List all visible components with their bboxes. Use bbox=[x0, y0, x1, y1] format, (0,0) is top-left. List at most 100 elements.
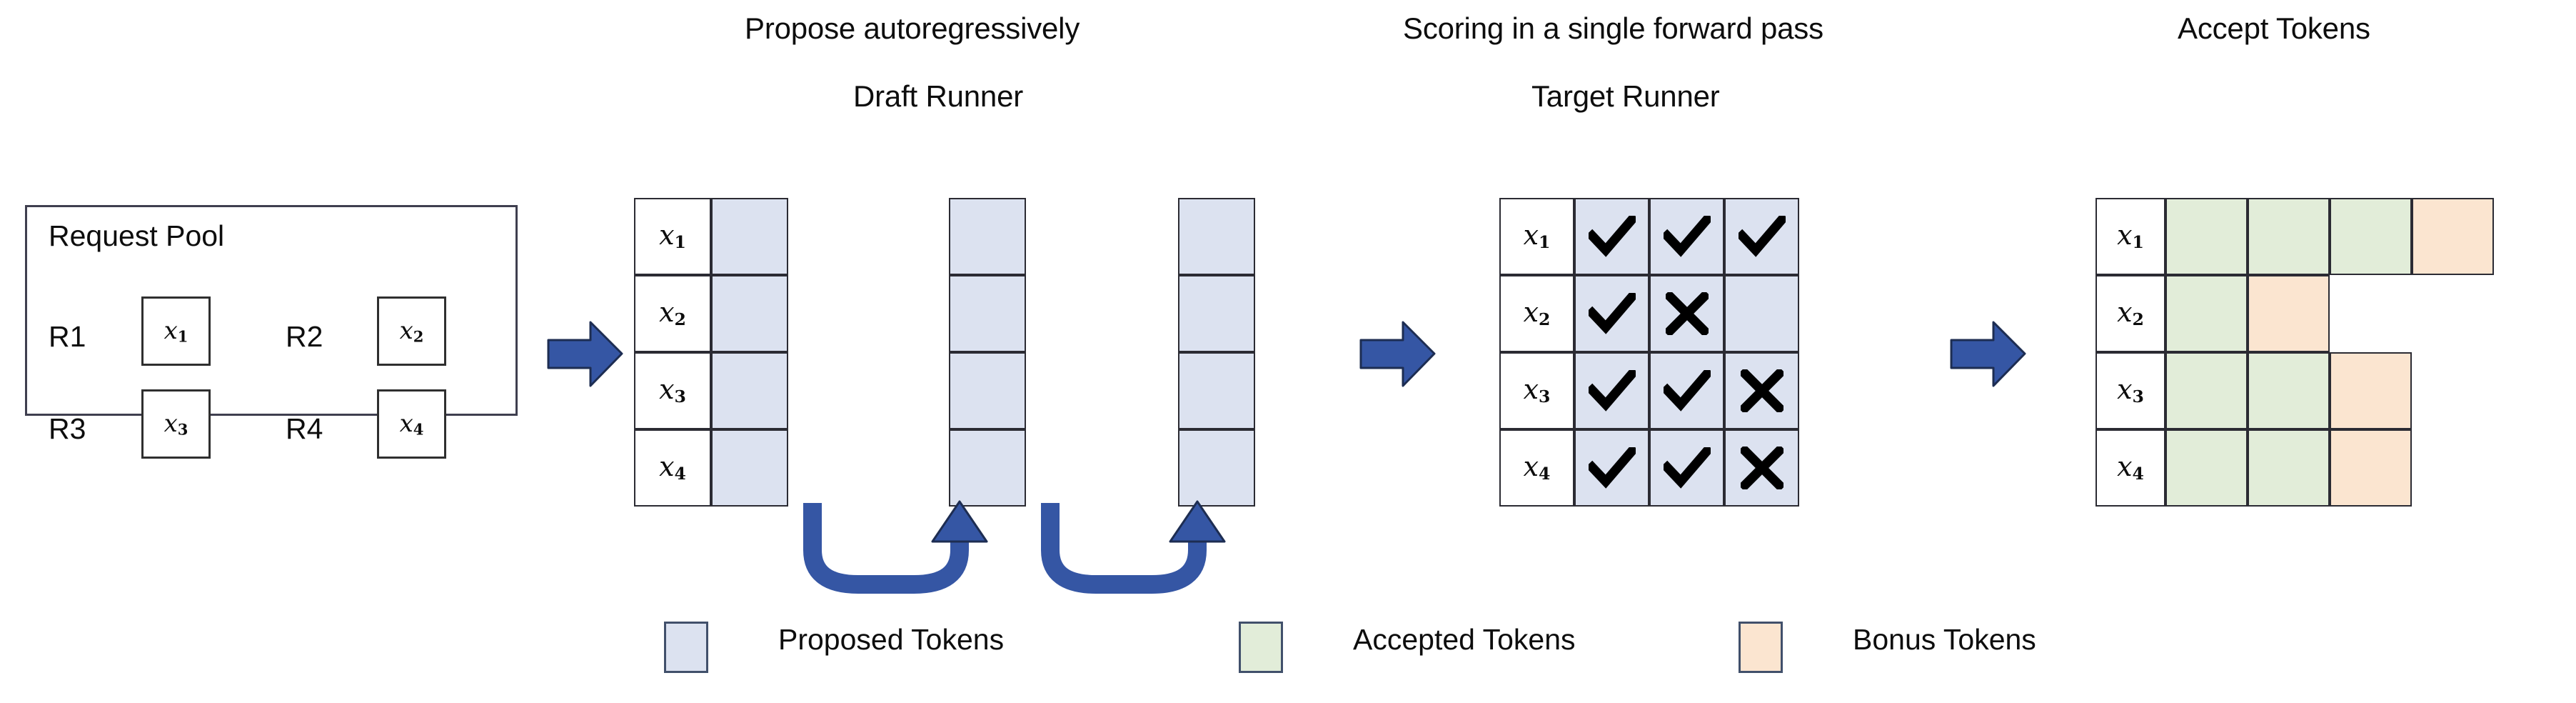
accept-cell-r3c2[interactable] bbox=[2248, 352, 2330, 429]
check-icon bbox=[1576, 431, 1648, 505]
draft-proposed-cell-r1c3[interactable] bbox=[1178, 198, 1255, 275]
token-glyph: x2 bbox=[1523, 296, 1551, 330]
token-glyph: x2 bbox=[659, 296, 686, 330]
draft-row-label-3: x3 bbox=[634, 352, 711, 429]
token-glyph: x1 bbox=[2117, 219, 2144, 253]
token-glyph: x3 bbox=[1523, 374, 1551, 407]
check-icon bbox=[1576, 354, 1648, 428]
accept-cell-r1c4-bonus[interactable] bbox=[2412, 198, 2494, 275]
cross-icon bbox=[1651, 276, 1723, 351]
flow-arrow-draft-to-target bbox=[1359, 316, 1437, 392]
target-score-cell-r4c2[interactable] bbox=[1649, 429, 1724, 507]
check-icon bbox=[1726, 199, 1798, 274]
target-row-label-4: x4 bbox=[1499, 429, 1574, 507]
accept-cell-r3c3-bonus[interactable] bbox=[2330, 352, 2412, 429]
accept-cell-r2c2-bonus[interactable] bbox=[2248, 275, 2330, 352]
target-row-label-2: x2 bbox=[1499, 275, 1574, 352]
autoregressive-loop-arrow-1 bbox=[793, 500, 1000, 614]
request-label-r3: R3 bbox=[49, 412, 86, 445]
token-glyph: x3 bbox=[659, 374, 686, 407]
target-score-cell-r3c1[interactable] bbox=[1574, 352, 1649, 429]
target-score-cell-r3c3[interactable] bbox=[1724, 352, 1799, 429]
draft-proposed-cell-r3c3[interactable] bbox=[1178, 352, 1255, 429]
legend-label-bonus: Bonus Tokens bbox=[1853, 623, 2036, 656]
token-glyph: x2 bbox=[399, 316, 424, 346]
token-glyph: x3 bbox=[2117, 374, 2144, 407]
accept-cell-r4c1[interactable] bbox=[2165, 429, 2248, 507]
target-score-cell-r2c3[interactable] bbox=[1724, 275, 1799, 352]
accept-row-label-3: x3 bbox=[2095, 352, 2165, 429]
request-token-cell-r3: x3 bbox=[141, 389, 211, 459]
token-glyph: x4 bbox=[2117, 451, 2144, 484]
draft-proposed-cell-r3c1[interactable] bbox=[711, 352, 788, 429]
accept-cell-r4c3-bonus[interactable] bbox=[2330, 429, 2412, 507]
accept-row-label-1: x1 bbox=[2095, 198, 2165, 275]
request-label-r4: R4 bbox=[286, 412, 323, 445]
accept-cell-r2c1[interactable] bbox=[2165, 275, 2248, 352]
draft-proposed-cell-r4c2[interactable] bbox=[949, 429, 1026, 507]
target-row-label-1: x1 bbox=[1499, 198, 1574, 275]
cross-icon bbox=[1726, 354, 1798, 428]
draft-proposed-cell-r1c2[interactable] bbox=[949, 198, 1026, 275]
accept-cell-r1c1[interactable] bbox=[2165, 198, 2248, 275]
token-glyph: x2 bbox=[2117, 296, 2144, 330]
draft-row-label-4: x4 bbox=[634, 429, 711, 507]
token-glyph: x1 bbox=[659, 219, 686, 253]
draft-proposed-cell-r2c1[interactable] bbox=[711, 275, 788, 352]
token-glyph: x4 bbox=[1523, 451, 1551, 484]
legend-label-accepted: Accepted Tokens bbox=[1353, 623, 1576, 656]
token-glyph: x4 bbox=[659, 451, 686, 484]
target-score-cell-r4c3[interactable] bbox=[1724, 429, 1799, 507]
heading-propose-autoregressively: Propose autoregressively bbox=[745, 11, 1080, 45]
target-score-cell-r1c3[interactable] bbox=[1724, 198, 1799, 275]
draft-proposed-cell-r4c3[interactable] bbox=[1178, 429, 1255, 507]
target-row-label-3: x3 bbox=[1499, 352, 1574, 429]
target-score-cell-r2c1[interactable] bbox=[1574, 275, 1649, 352]
check-icon bbox=[1576, 199, 1648, 274]
autoregressive-loop-arrow-2 bbox=[1030, 500, 1237, 614]
token-glyph: x4 bbox=[399, 409, 424, 439]
draft-proposed-cell-r2c3[interactable] bbox=[1178, 275, 1255, 352]
draft-proposed-cell-r1c1[interactable] bbox=[711, 198, 788, 275]
token-glyph: x3 bbox=[163, 409, 188, 439]
draft-row-label-1: x1 bbox=[634, 198, 711, 275]
draft-proposed-cell-r3c2[interactable] bbox=[949, 352, 1026, 429]
target-score-cell-r2c2[interactable] bbox=[1649, 275, 1724, 352]
draft-proposed-cell-r4c1[interactable] bbox=[711, 429, 788, 507]
request-token-cell-r2: x2 bbox=[377, 296, 446, 366]
target-score-cell-r3c2[interactable] bbox=[1649, 352, 1724, 429]
flow-arrow-target-to-accept bbox=[1949, 316, 2028, 392]
draft-row-label-2: x2 bbox=[634, 275, 711, 352]
cross-icon bbox=[1726, 431, 1798, 505]
legend-swatch-bonus bbox=[1739, 622, 1783, 673]
request-token-cell-r1: x1 bbox=[141, 296, 211, 366]
accept-row-label-2: x2 bbox=[2095, 275, 2165, 352]
accept-row-label-4: x4 bbox=[2095, 429, 2165, 507]
legend-swatch-accepted bbox=[1239, 622, 1283, 673]
check-icon bbox=[1651, 431, 1723, 505]
target-score-cell-r1c1[interactable] bbox=[1574, 198, 1649, 275]
heading-draft-runner: Draft Runner bbox=[853, 79, 1024, 113]
draft-proposed-cell-r2c2[interactable] bbox=[949, 275, 1026, 352]
legend-swatch-proposed bbox=[664, 622, 708, 673]
request-token-cell-r4: x4 bbox=[377, 389, 446, 459]
legend-label-proposed: Proposed Tokens bbox=[778, 623, 1005, 656]
accept-cell-r4c2[interactable] bbox=[2248, 429, 2330, 507]
heading-accept-tokens: Accept Tokens bbox=[2178, 11, 2370, 45]
check-icon bbox=[1576, 276, 1648, 351]
target-score-cell-r4c1[interactable] bbox=[1574, 429, 1649, 507]
request-pool-title: Request Pool bbox=[49, 219, 225, 252]
request-label-r1: R1 bbox=[49, 320, 86, 353]
token-glyph: x1 bbox=[163, 316, 188, 346]
flow-arrow-pool-to-draft bbox=[546, 316, 625, 392]
accept-cell-r3c1[interactable] bbox=[2165, 352, 2248, 429]
token-glyph: x1 bbox=[1523, 219, 1551, 253]
check-icon bbox=[1651, 354, 1723, 428]
accept-cell-r1c2[interactable] bbox=[2248, 198, 2330, 275]
accept-cell-r1c3[interactable] bbox=[2330, 198, 2412, 275]
heading-target-runner: Target Runner bbox=[1531, 79, 1720, 113]
target-score-cell-r1c2[interactable] bbox=[1649, 198, 1724, 275]
request-label-r2: R2 bbox=[286, 320, 323, 353]
heading-scoring-single-forward-pass: Scoring in a single forward pass bbox=[1403, 11, 1823, 45]
